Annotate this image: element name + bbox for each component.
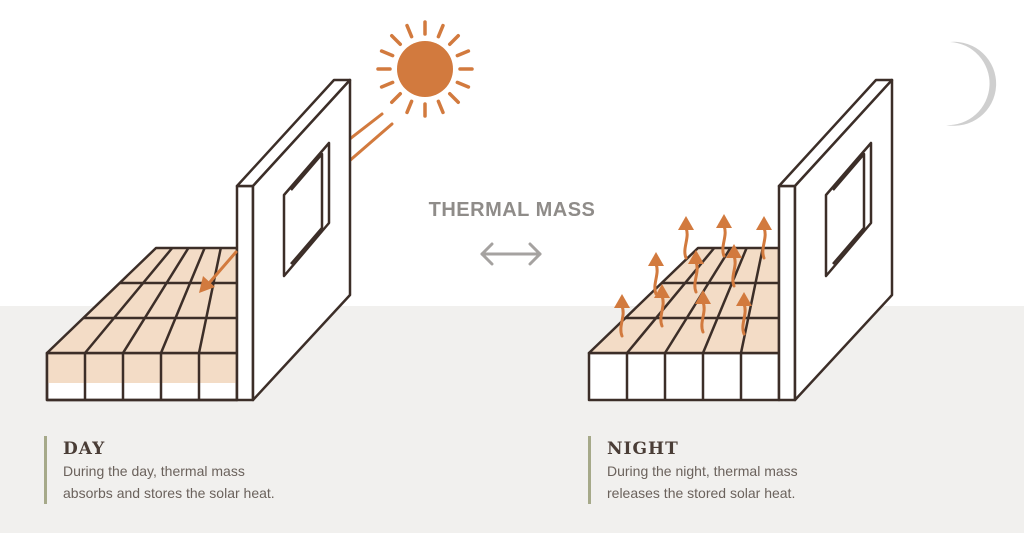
heat-up-arrow bbox=[614, 294, 630, 338]
double-arrow-icon bbox=[480, 242, 542, 266]
heat-up-arrow bbox=[716, 214, 732, 258]
day-caption: DAY During the day, thermal mass absorbs… bbox=[44, 436, 275, 504]
diagram-title: THERMAL MASS bbox=[428, 199, 596, 221]
night-scene bbox=[587, 41, 997, 402]
day-description-line-1: During the day, thermal mass bbox=[63, 463, 245, 479]
night-description-line-2: releases the stored solar heat. bbox=[607, 485, 796, 501]
sun-icon bbox=[376, 20, 474, 118]
night-caption: NIGHT During the night, thermal mass rel… bbox=[588, 436, 798, 504]
heat-up-arrow bbox=[695, 290, 711, 334]
night-heading: NIGHT bbox=[607, 439, 679, 459]
heat-up-arrow bbox=[756, 216, 772, 260]
night-heat-release-arrows bbox=[614, 214, 772, 338]
day-scene bbox=[45, 20, 474, 402]
heat-up-arrow bbox=[648, 252, 664, 296]
heat-up-arrow bbox=[726, 244, 742, 288]
day-heat-absorb-arrow bbox=[199, 250, 238, 293]
day-floor-slab bbox=[45, 246, 239, 402]
heat-up-arrow bbox=[678, 216, 694, 260]
heat-up-arrow bbox=[688, 250, 704, 294]
day-description-line-2: absorbs and stores the solar heat. bbox=[63, 485, 275, 501]
heat-up-arrow bbox=[654, 284, 670, 328]
heat-up-arrow bbox=[736, 292, 752, 336]
night-wall bbox=[777, 78, 894, 402]
night-description-line-1: During the night, thermal mass bbox=[607, 463, 798, 479]
day-heading: DAY bbox=[63, 439, 106, 459]
moon-icon bbox=[946, 41, 997, 126]
night-floor-slab bbox=[587, 246, 781, 402]
day-wall bbox=[235, 78, 352, 402]
